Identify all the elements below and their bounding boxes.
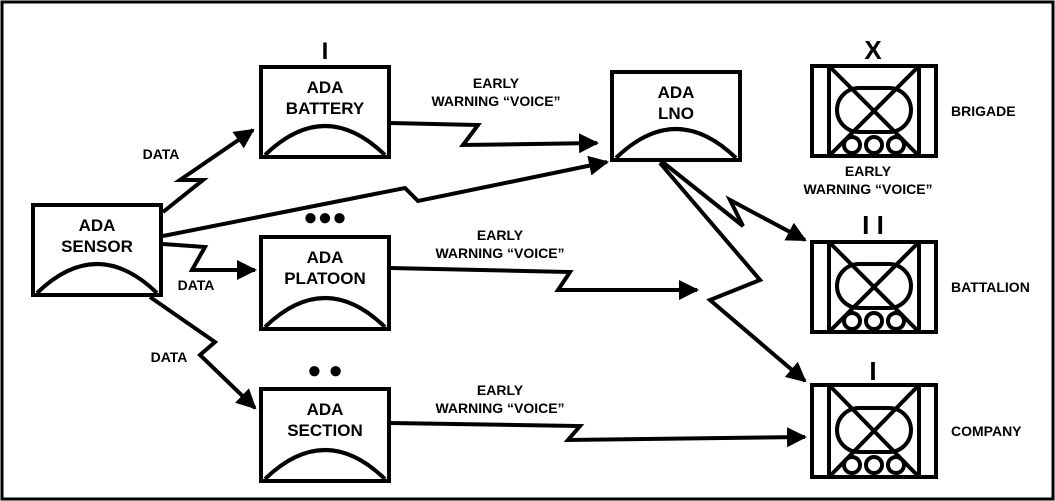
node-section: ● ● ADA SECTION	[259, 357, 391, 483]
data-link-sensor-section	[148, 295, 257, 410]
voice-link-lno-company	[658, 161, 807, 383]
links	[148, 121, 807, 448]
early-warning-label-platoon-line2: WARNING “VOICE”	[435, 245, 564, 261]
radar-arc-icon	[263, 296, 387, 329]
data-link-sensor-lno	[162, 155, 609, 238]
section-size-mark: ● ●	[307, 357, 343, 384]
early-warning-label-battery-line1: EARLY	[473, 75, 520, 91]
section-label-line1: ADA	[307, 400, 344, 419]
platoon-label-line2: PLATOON	[284, 269, 366, 288]
early-warning-label-platoon-line1: EARLY	[477, 227, 524, 243]
section-label-line2: SECTION	[287, 421, 363, 440]
early-warning-label-section-line2: WARNING “VOICE”	[435, 400, 564, 416]
battery-label-line2: BATTERY	[286, 99, 365, 118]
sensor-label-line1: ADA	[79, 216, 116, 235]
brigade-size-mark: X	[864, 35, 882, 65]
radar-arc-icon	[263, 124, 387, 157]
company-label: COMPANY	[951, 423, 1022, 439]
early-warning-label-section-line1: EARLY	[477, 382, 524, 398]
battery-size-mark: I	[322, 38, 329, 65]
data-link-sensor-battery	[161, 128, 255, 214]
node-platoon: ●●● ADA PLATOON	[259, 204, 391, 331]
node-lno: ADA LNO	[610, 70, 742, 162]
data-label-section: DATA	[151, 349, 188, 365]
echelon-battalion: I I BATTALION	[810, 210, 1030, 334]
echelon-brigade: X BRIGADE	[810, 35, 1016, 158]
lno-label-line2: LNO	[658, 104, 694, 123]
data-label-platoon: DATA	[178, 277, 215, 293]
sensor-label-line2: SENSOR	[61, 237, 133, 256]
data-label-battery: DATA	[143, 146, 180, 162]
battalion-size-mark: I I	[862, 210, 884, 240]
data-link-sensor-platoon	[162, 242, 257, 280]
platoon-label-line1: ADA	[307, 248, 344, 267]
voice-link-section-company	[389, 421, 807, 448]
lno-label-line1: ADA	[658, 83, 695, 102]
company-size-mark: I	[869, 356, 876, 386]
voice-link-lno-battalion	[658, 158, 807, 242]
link-labels: DATA DATA DATA EARLY WARNING “VOICE” EAR…	[143, 75, 933, 416]
echelon-company: I COMPANY	[810, 356, 1022, 479]
early-warning-label-battery-line2: WARNING “VOICE”	[431, 93, 560, 109]
battery-label-line1: ADA	[307, 78, 344, 97]
node-battery: I ADA BATTERY	[259, 38, 391, 159]
node-sensor: ADA SENSOR	[31, 203, 163, 297]
voice-link-battery-lno	[389, 121, 599, 154]
platoon-size-mark: ●●●	[303, 204, 347, 231]
early-warning-label-lno-line2: WARNING “VOICE”	[803, 181, 932, 197]
voice-link-platoon-battalion	[389, 266, 699, 300]
battalion-label: BATTALION	[951, 279, 1030, 295]
radar-arc-icon	[35, 262, 159, 295]
brigade-label: BRIGADE	[951, 103, 1016, 119]
radar-arc-icon	[263, 448, 387, 481]
radar-arc-icon	[614, 127, 738, 160]
early-warning-label-lno-line1: EARLY	[845, 163, 892, 179]
